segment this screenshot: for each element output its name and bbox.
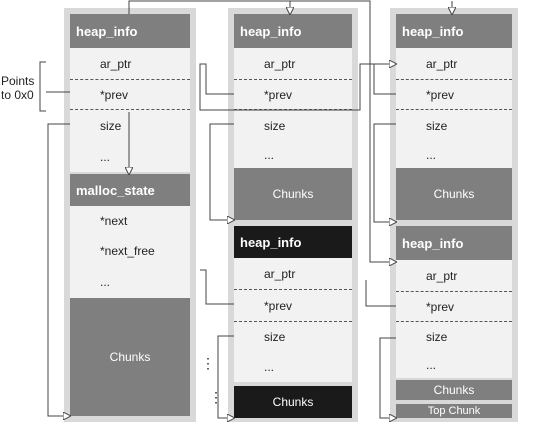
heap-info-header: heap_info: [70, 14, 190, 48]
heap-info-header: heap_info: [396, 226, 512, 260]
points-label-line-2: to 0x0: [1, 88, 34, 102]
top-connector-col2-3: [290, 0, 396, 262]
size-field: size: [70, 110, 190, 142]
next-free-field: *next_free: [70, 236, 190, 266]
top-chunk-block: Top Chunk: [396, 404, 512, 418]
ar-ptr-field: ar_ptr: [234, 48, 352, 80]
size-field: size: [234, 322, 352, 352]
size-field: size: [396, 110, 512, 142]
heap-info-header-current: heap_info: [234, 226, 352, 258]
col2-lower-size-line: [217, 335, 234, 418]
col3-size-line: [373, 123, 396, 222]
continuation-dots: ⋮: [201, 355, 215, 371]
malloc-state-header: malloc_state: [70, 174, 190, 206]
col3-prev-link: [373, 64, 396, 95]
col2-prev-link: [199, 64, 396, 111]
col2-size-line: [209, 123, 234, 220]
ellipsis-field: ...: [396, 352, 512, 378]
size-to-chunks-line: [47, 123, 70, 416]
points-bracket: [39, 61, 46, 112]
col3-lower-prev-link: [365, 280, 396, 307]
points-to-null-label: Points to 0x0: [1, 74, 34, 102]
ellipsis-field: ...: [234, 352, 352, 382]
top-connector-col1: [128, 0, 290, 14]
ar-ptr-field: ar_ptr: [234, 258, 352, 290]
prev-field: *prev: [234, 80, 352, 110]
ellipsis-field: ...: [234, 142, 352, 168]
prev-field: *prev: [234, 290, 352, 322]
heap-info-header: heap_info: [234, 14, 352, 48]
ellipsis-field: ...: [70, 266, 190, 298]
ar-ptr-field: ar_ptr: [396, 260, 512, 292]
next-field: *next: [70, 206, 190, 236]
ellipsis-field: ...: [396, 142, 512, 168]
prev-field: *prev: [70, 80, 190, 110]
size-field: size: [396, 322, 512, 352]
ar-ptr-field: ar_ptr: [396, 48, 512, 80]
size-field: size: [234, 110, 352, 142]
ar-ptr-field: ar_ptr: [70, 48, 190, 80]
points-label-line-1: Points: [1, 74, 35, 88]
chunks-block-current: Chunks: [234, 386, 352, 418]
chunks-block: Chunks: [234, 168, 352, 220]
heap-info-header: heap_info: [396, 14, 512, 48]
col2-lower-prev-link: [200, 269, 234, 305]
continuation-dots: ⋮: [209, 389, 223, 405]
chunks-block: Chunks: [396, 168, 512, 220]
prev-field: *prev: [396, 292, 512, 322]
col3-lower-size-line: [379, 337, 396, 418]
prev-field: *prev: [396, 80, 512, 110]
chunks-block: Chunks: [396, 380, 512, 400]
chunks-block: Chunks: [70, 298, 190, 416]
